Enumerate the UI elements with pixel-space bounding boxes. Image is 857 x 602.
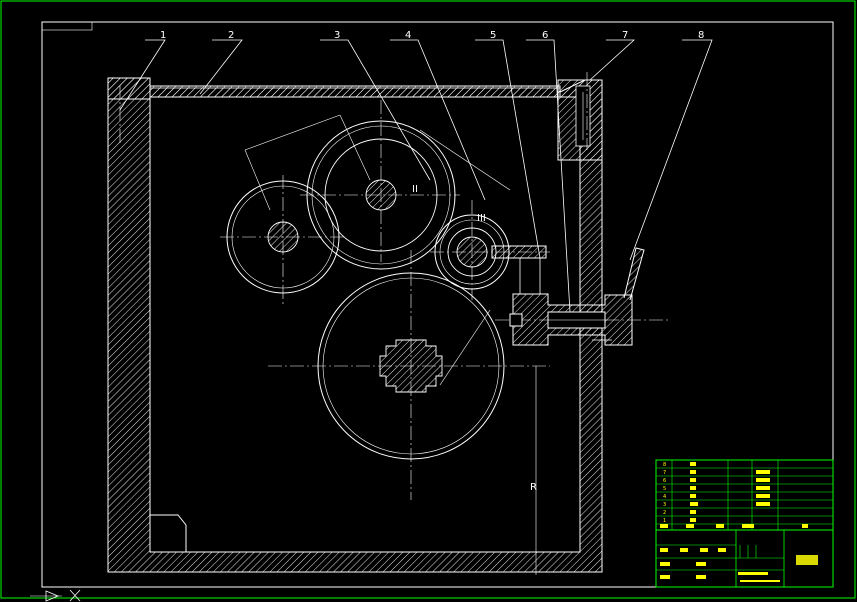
table-row-number: 4 <box>663 494 666 500</box>
gear-small-left <box>226 180 340 294</box>
dimension-mark-r: R <box>530 482 537 493</box>
part-labels: 1 2 3 4 5 6 7 8 <box>160 30 704 41</box>
dimension-lines <box>244 114 537 575</box>
shift-mechanism <box>491 245 645 346</box>
corner-tag <box>41 21 93 31</box>
part-label-3: 3 <box>334 30 340 41</box>
roman-mark-ii: II <box>412 184 418 195</box>
shaft-hubs <box>267 179 488 393</box>
table-row-number: 6 <box>663 478 666 484</box>
roman-mark-iii: III <box>477 213 486 224</box>
part-label-4: 4 <box>405 30 411 41</box>
title-block: 8 7 6 5 4 3 2 1 <box>655 459 834 588</box>
part-label-7: 7 <box>622 30 628 41</box>
gear-top <box>306 120 456 270</box>
table-row-number: 2 <box>663 510 666 516</box>
table-row-number: 3 <box>663 502 666 508</box>
table-row-number: 1 <box>663 518 666 524</box>
leader-lines <box>119 39 713 313</box>
part-label-8: 8 <box>698 30 704 41</box>
housing <box>107 77 603 573</box>
axis-cross-icon <box>69 589 81 602</box>
part-label-5: 5 <box>490 30 496 41</box>
part-label-2: 2 <box>228 30 234 41</box>
spline-shaft <box>379 339 443 393</box>
table-row-number: 7 <box>663 470 666 476</box>
gear-large <box>317 272 505 460</box>
gear-train <box>226 120 510 460</box>
part-label-1: 1 <box>160 30 166 41</box>
part-label-6: 6 <box>542 30 548 41</box>
inner-frame <box>41 21 834 588</box>
triangle-arrow-icon <box>30 590 62 602</box>
table-row-number: 8 <box>663 462 666 468</box>
table-row-number: 5 <box>663 486 666 492</box>
